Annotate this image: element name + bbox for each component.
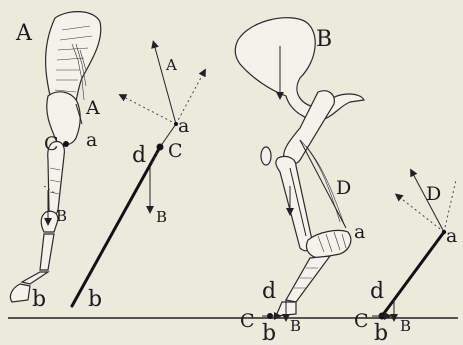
panel-label-a: A [15,21,33,46]
label-b-limb-force-d: D [336,177,351,199]
label-b-limb-weight-b: B [290,317,301,335]
label-b-limb-point-d: d [262,279,276,304]
label-a-limb-joint-c: C [44,133,59,155]
label-a-limb-point-a: a [86,129,97,151]
label-b-limb-joint-c: C [240,310,255,332]
label-a-strut-point-a: a [178,115,189,137]
panel-a-strut [72,44,204,306]
label-a-strut-point-d: d [132,143,146,168]
label-a-strut-joint-c: C [168,140,183,162]
panel-b-limb [235,18,364,319]
label-b-strut-point-a: a [446,225,457,247]
panel-b-strut [372,172,456,320]
label-b-limb-point-b: b [262,321,276,345]
label-a-strut-point-b: b [88,287,102,312]
label-b-limb-point-a: a [354,221,365,243]
label-b-strut-force-d: D [426,183,441,205]
label-b-strut-point-d: d [370,279,384,304]
label-a-limb-weight-b: B [56,207,67,225]
label-b-strut-point-b: b [374,321,388,345]
label-a-strut-weight-b: B [156,208,167,226]
label-b-strut-joint-c: C [354,310,369,332]
label-a-strut-force-a: A [165,56,177,74]
label-a-limb-point-b: b [32,287,46,312]
panel-a-limb [10,12,100,302]
label-a-limb-force-a: A [85,97,100,119]
label-b-strut-weight-b: B [400,317,411,335]
panel-label-b: B [316,27,332,52]
